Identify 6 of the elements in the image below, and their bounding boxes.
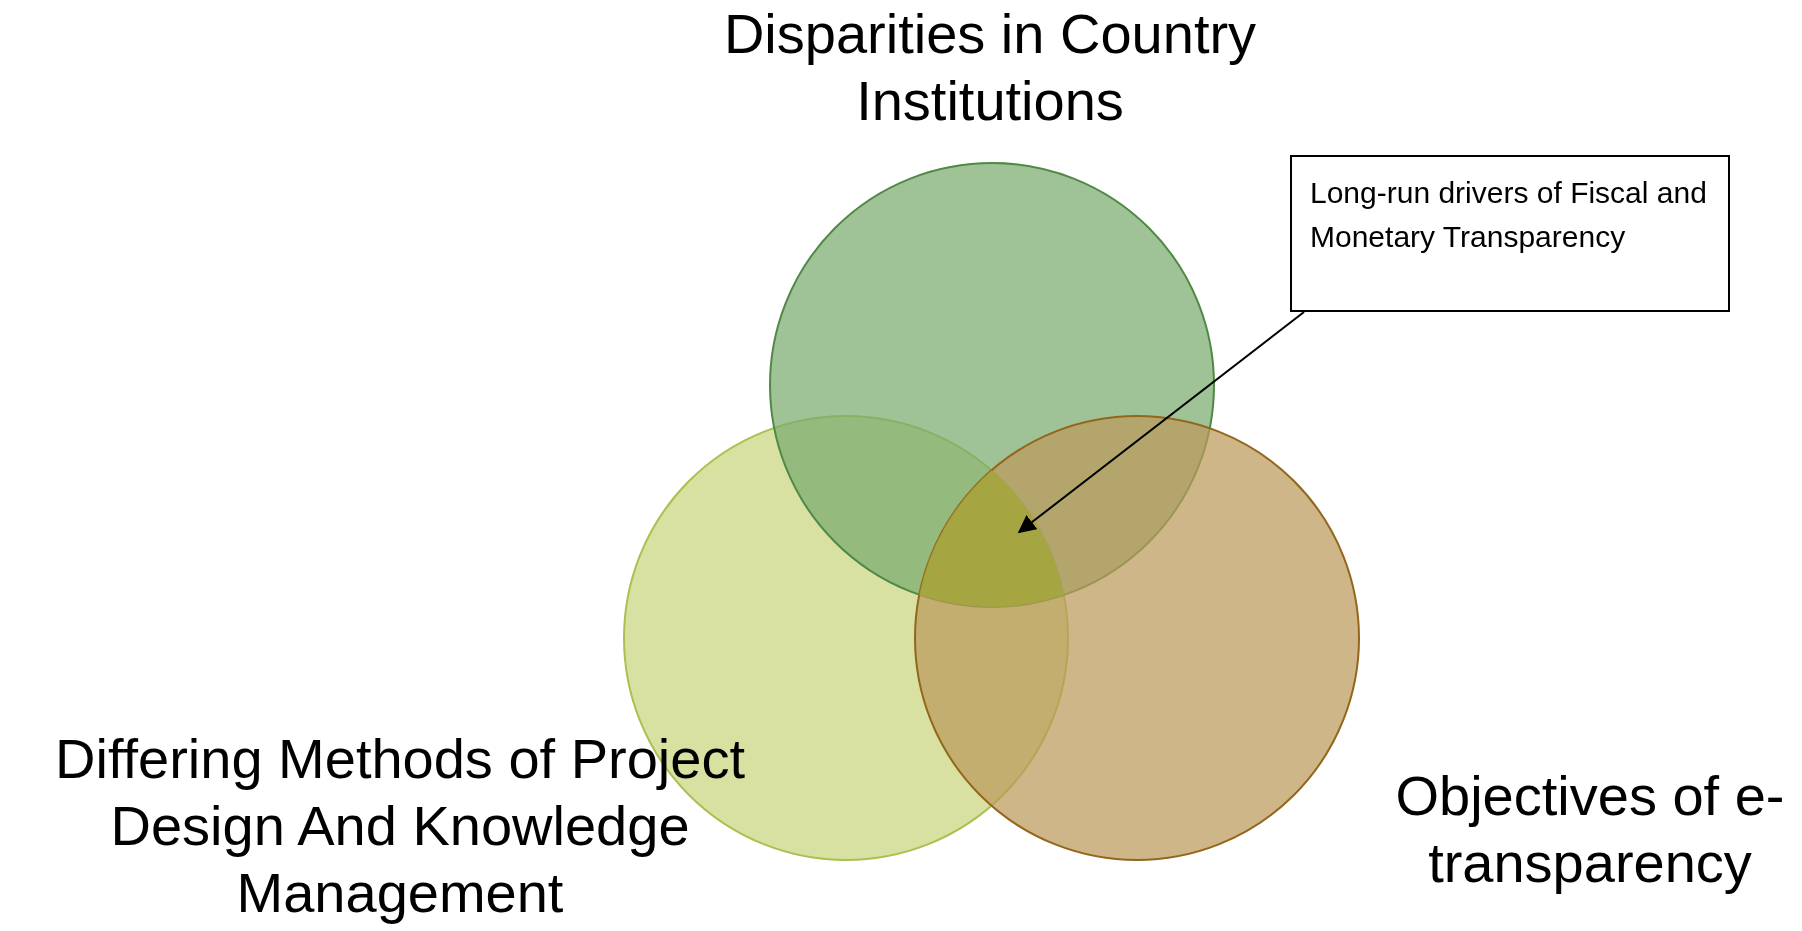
callout-box: Long-run drivers of Fiscal and Monetary Transparency	[1290, 155, 1730, 312]
circle-label: Objectives of e-transparency	[1380, 762, 1800, 897]
leader-arrow	[1017, 311, 1305, 534]
overlap-region	[919, 470, 1064, 607]
circle-label: Disparities in Country Institutions	[620, 0, 1360, 135]
circle-label: Differing Methods of Project Design And Knowledge Management	[0, 725, 800, 927]
